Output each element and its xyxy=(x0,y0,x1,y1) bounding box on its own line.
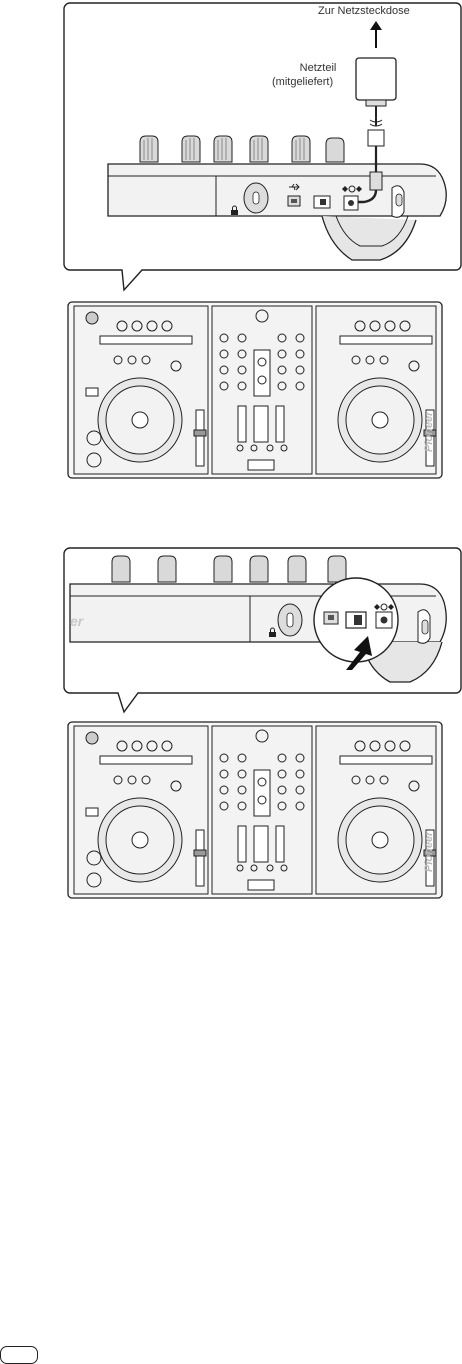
brand-logo-1: Pioneer xyxy=(423,411,435,452)
adapter-label-line2: (mitgeliefert) xyxy=(272,76,333,89)
controller-top-view-1: Pioneer xyxy=(0,270,462,490)
lock-icon-2 xyxy=(268,628,278,638)
outlet-label: Zur Netzsteckdose xyxy=(318,5,410,18)
brand-logo-partial: er xyxy=(70,613,85,629)
arrow-up-icon xyxy=(366,20,386,50)
arrow-pointer-icon xyxy=(340,632,380,672)
controller-top-view-2: Pioneer xyxy=(0,690,462,910)
brand-logo-2: Pioneer xyxy=(423,831,435,872)
adapter-label-line1: Netzteil xyxy=(288,62,348,75)
adapter-label: Netzteil xyxy=(288,62,348,75)
page-number-badge xyxy=(0,1346,38,1364)
dc-in-icon-2 xyxy=(372,602,396,612)
